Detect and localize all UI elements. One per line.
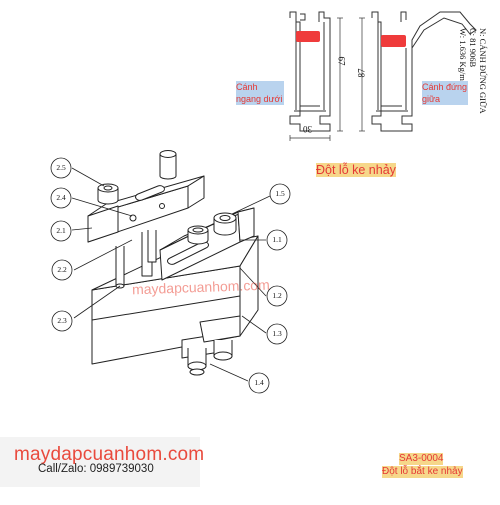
callout-1-3: 1.3 [272,329,282,338]
callout-1-1: 1.1 [272,235,282,244]
callout-1-2: 1.2 [272,291,282,300]
label-dung-text: Cánh đứng giữa [422,81,468,105]
label-ngang-text: Cánh ngang dưới [236,81,284,105]
punch-marker-right [381,35,406,47]
product-code: SA3-0004 [399,453,444,465]
dimension-lines-right [359,17,365,132]
callout-2-5: 2.5 [56,163,66,172]
label-canh-dung-giua: Cánh đứng giữa [422,81,468,105]
dimension-lines-left [289,17,343,141]
punch-marker-left [296,31,320,42]
drawing-title: Đột lỗ ke nhảy [316,163,396,177]
callout-2-2: 2.2 [57,265,67,274]
callout-2-3: 2.3 [57,316,67,325]
callout-1-5: 1.5 [275,189,285,198]
contact-phone[interactable]: Call/Zalo: 0989739030 [38,463,154,475]
footer-band [0,437,200,487]
base-block-side [239,235,259,337]
leader-lines [71,167,271,382]
label-canh-ngang-duoi: Cánh ngang dưới [236,81,284,105]
callout-1-4: 1.4 [254,378,264,387]
product-description: Đột lỗ bắt ke nhảy [382,466,463,478]
site-name[interactable]: maydapcuanhom.com [14,444,205,465]
callout-2-4: 2.4 [56,193,66,202]
callout-2-1: 2.1 [56,226,66,235]
